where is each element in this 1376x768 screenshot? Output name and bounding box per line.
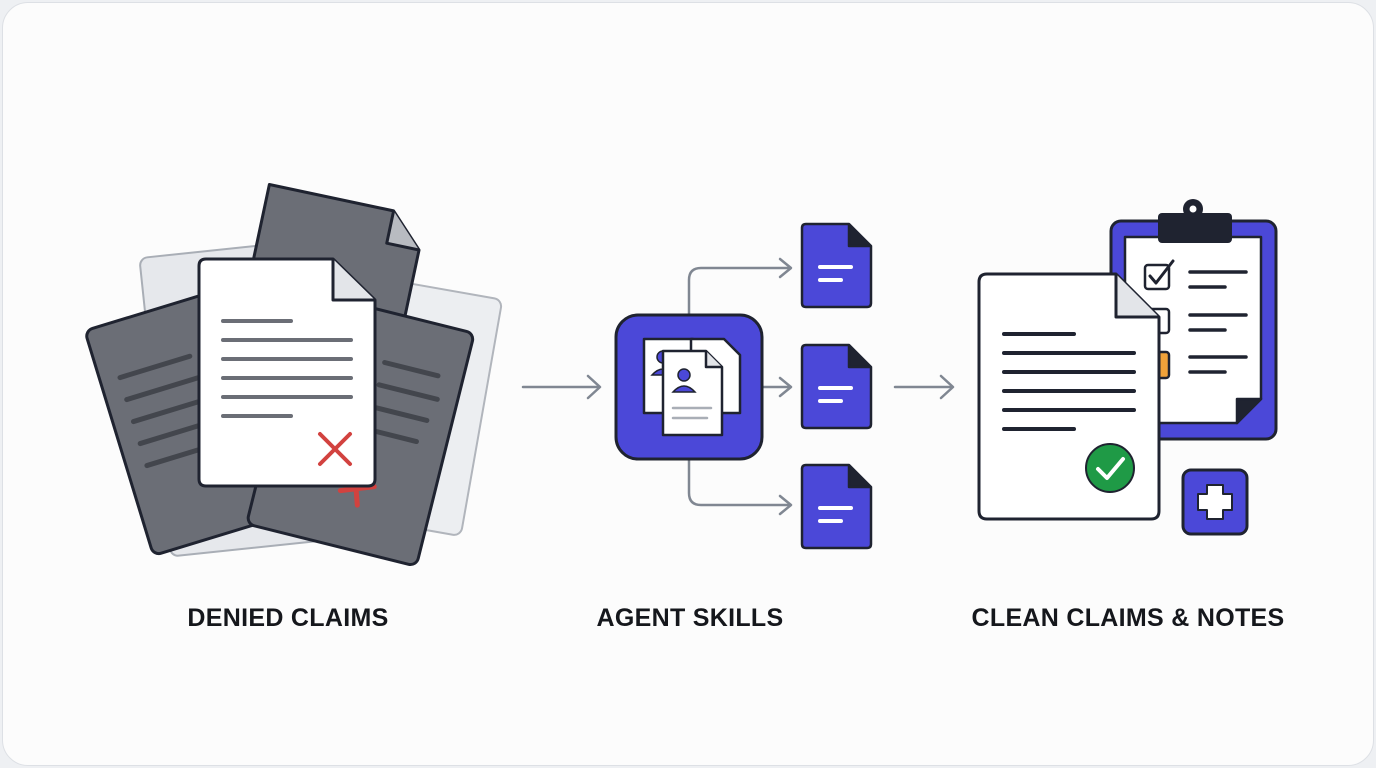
skill-output-document-1-icon bbox=[800, 222, 873, 309]
clean-claims-clipboard-icon bbox=[977, 199, 1278, 536]
clean-claim-document-icon bbox=[977, 272, 1161, 521]
medical-plus-icon bbox=[1181, 468, 1249, 536]
skill-hub-tile bbox=[614, 313, 764, 461]
skill-output-document-2-icon bbox=[800, 343, 873, 430]
stage-label-denied-claims: DENIED CLAIMS bbox=[187, 604, 389, 632]
arrow-right-icon bbox=[893, 374, 955, 400]
approved-check-icon bbox=[1085, 443, 1135, 493]
checkbox-checked-icon bbox=[1143, 263, 1171, 291]
front-denied-page bbox=[197, 257, 377, 488]
denied-claims-stack-icon bbox=[85, 182, 503, 567]
branch-connectors bbox=[687, 257, 793, 516]
skill-output-document-3-icon bbox=[800, 463, 873, 550]
claims-workflow-diagram bbox=[85, 182, 1278, 567]
stage-label-clean-claims-notes: CLEAN CLAIMS & NOTES bbox=[971, 604, 1285, 632]
arrow-right-icon bbox=[521, 374, 602, 400]
stage-label-agent-skills: AGENT SKILLS bbox=[596, 604, 784, 632]
profile-document-front-icon bbox=[661, 349, 724, 437]
agent-skills-icon bbox=[614, 222, 873, 550]
reject-x-icon bbox=[318, 432, 352, 466]
